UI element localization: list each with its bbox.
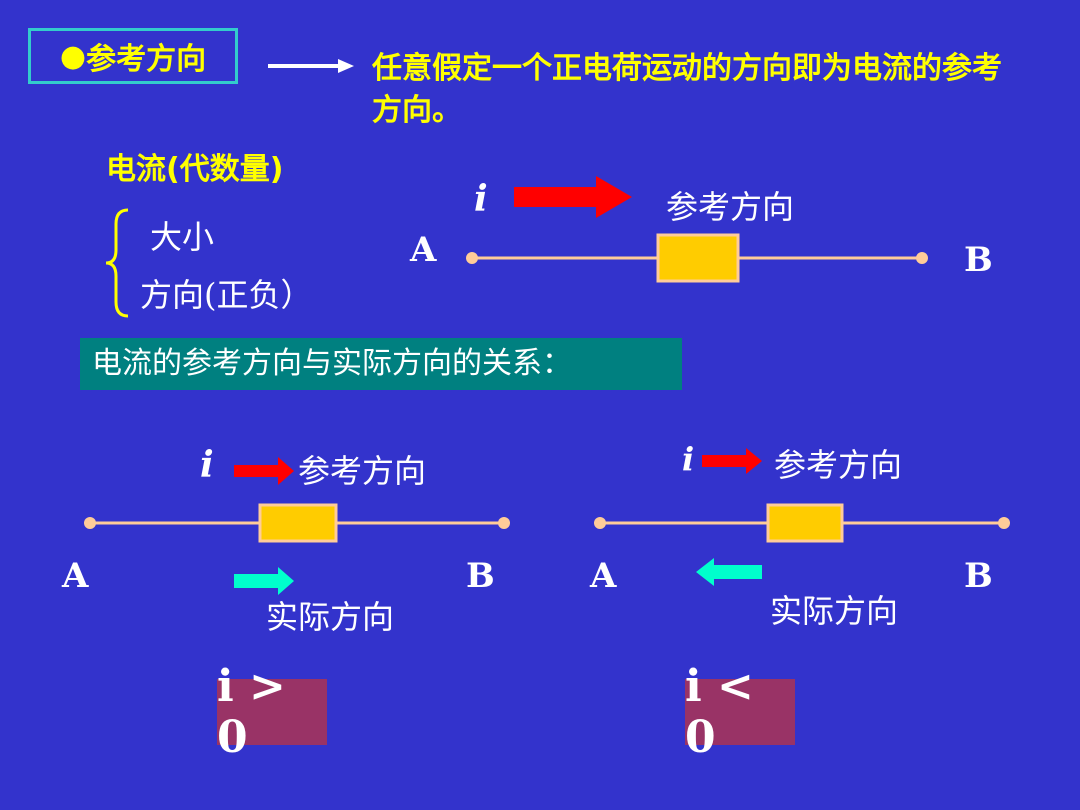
right-node-b: B: [964, 556, 993, 596]
left-node-b: B: [466, 556, 495, 596]
node-b: B: [964, 240, 993, 280]
reference-direction-label: 参考方向: [666, 188, 795, 226]
right-reference-label: 参考方向: [774, 446, 903, 484]
pointer-arrow-icon: [268, 59, 354, 73]
right-circuit-diagram: [594, 503, 1010, 543]
left-reference-label: 参考方向: [298, 452, 427, 490]
definition-text: 任意假定一个正电荷运动的方向即为电流的参考方向。: [372, 51, 1002, 128]
reference-arrow-icon: [514, 176, 632, 218]
left-actual-label: 实际方向: [266, 598, 395, 636]
terminal-b-dot: [916, 252, 928, 264]
right-actual-label: 实际方向: [770, 592, 899, 630]
left-resistor-icon: [258, 503, 338, 543]
node-a: A: [410, 230, 437, 270]
left-node-a: A: [62, 556, 89, 596]
right-result-box: i < 0: [685, 661, 795, 763]
resistor-icon: [656, 233, 740, 283]
right-reference-arrow-icon: [702, 448, 762, 474]
brace-item-direction: 方向(正负）: [140, 276, 313, 314]
right-node-a: A: [590, 556, 617, 596]
right-resistor-icon: [766, 503, 844, 543]
title-box: ● 参考方向: [28, 28, 238, 84]
brace-icon: [105, 208, 129, 318]
relation-box: 电流的参考方向与实际方向的关系：: [80, 338, 682, 390]
current-header: 电流(代数量): [106, 152, 284, 187]
title-label: 参考方向: [86, 42, 207, 77]
left-circuit-diagram: [84, 503, 510, 543]
left-result-box: i > 0: [217, 661, 327, 763]
left-reference-arrow-icon: [234, 457, 294, 485]
left-current-symbol: i: [200, 444, 214, 486]
circuit-diagram: [466, 233, 928, 283]
right-actual-arrow-icon: [696, 558, 762, 586]
current-symbol: i: [474, 178, 488, 220]
left-actual-arrow-icon: [234, 567, 294, 595]
right-current-symbol: i: [682, 440, 695, 478]
left-result-text: i > 0: [217, 661, 286, 763]
brace-item-magnitude: 大小: [150, 218, 215, 256]
bullet-icon: ●: [59, 38, 87, 74]
right-result-text: i < 0: [685, 661, 754, 763]
terminal-a-dot: [466, 252, 478, 264]
